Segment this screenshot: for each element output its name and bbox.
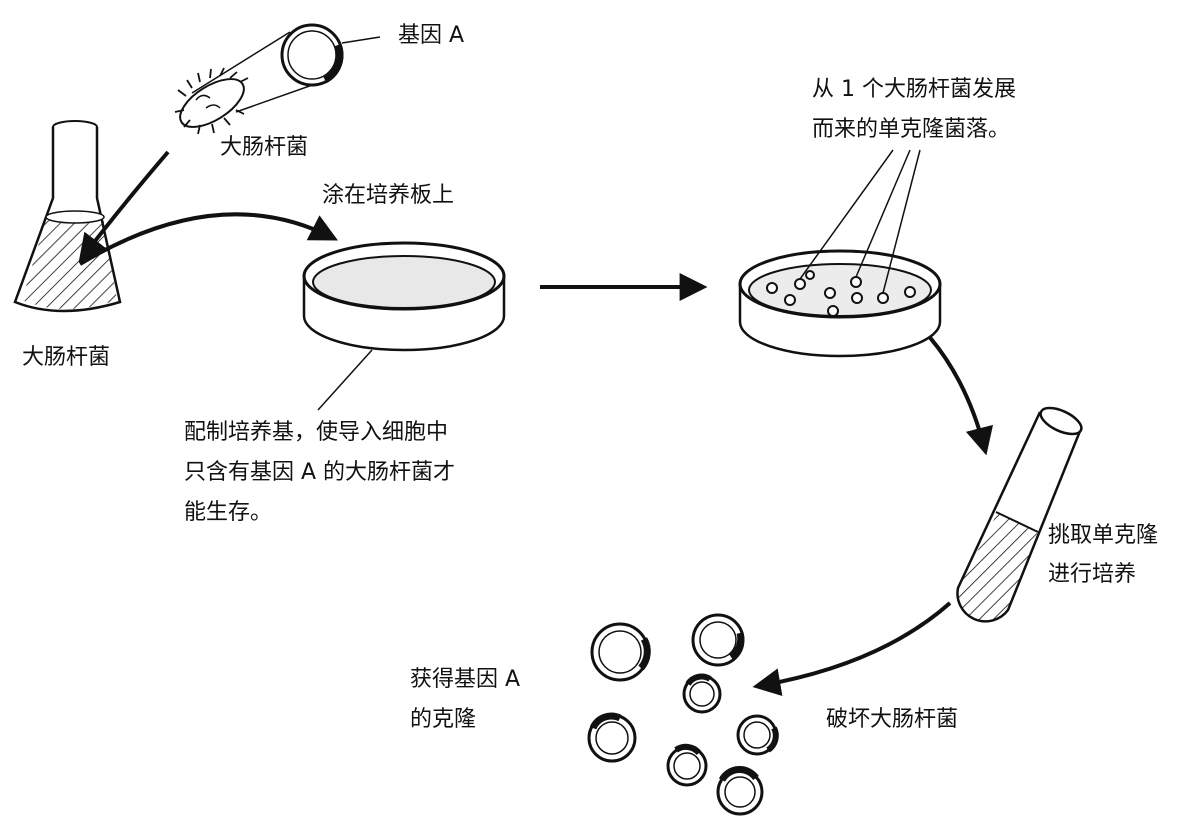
colony-dish-icon	[738, 149, 942, 358]
test-tube-icon	[956, 406, 1083, 623]
medium-note-line: 配制培养基，使导入细胞中	[184, 420, 449, 445]
colony-note-line: 而来的单克隆菌落。	[812, 117, 1011, 142]
flask-icon	[13, 120, 122, 313]
obtain-note-line: 的克隆	[410, 707, 477, 732]
medium-note-line: 能生存。	[184, 500, 273, 525]
gene-a-label: 基因 A	[398, 23, 465, 48]
colony-note-line: 从 1 个大肠杆菌发展	[812, 77, 1016, 102]
petri-dish-icon	[302, 241, 506, 411]
plasmid-clones	[587, 613, 779, 816]
pick-note-line: 进行培养	[1048, 562, 1137, 587]
plasmid-icon	[191, 23, 381, 113]
medium-note-line: 只含有基因 A 的大肠杆菌才	[184, 460, 456, 485]
bacterium-icon	[174, 67, 249, 135]
flask-label: 大肠杆菌	[22, 345, 111, 370]
pick-note-line: 挑取单克隆	[1048, 523, 1159, 548]
obtain-note-line: 获得基因 A	[410, 667, 521, 692]
bacterium-label: 大肠杆菌	[220, 135, 309, 160]
spread-plate-label: 涂在培养板上	[322, 183, 455, 208]
destroy-label: 破坏大肠杆菌	[826, 707, 959, 732]
